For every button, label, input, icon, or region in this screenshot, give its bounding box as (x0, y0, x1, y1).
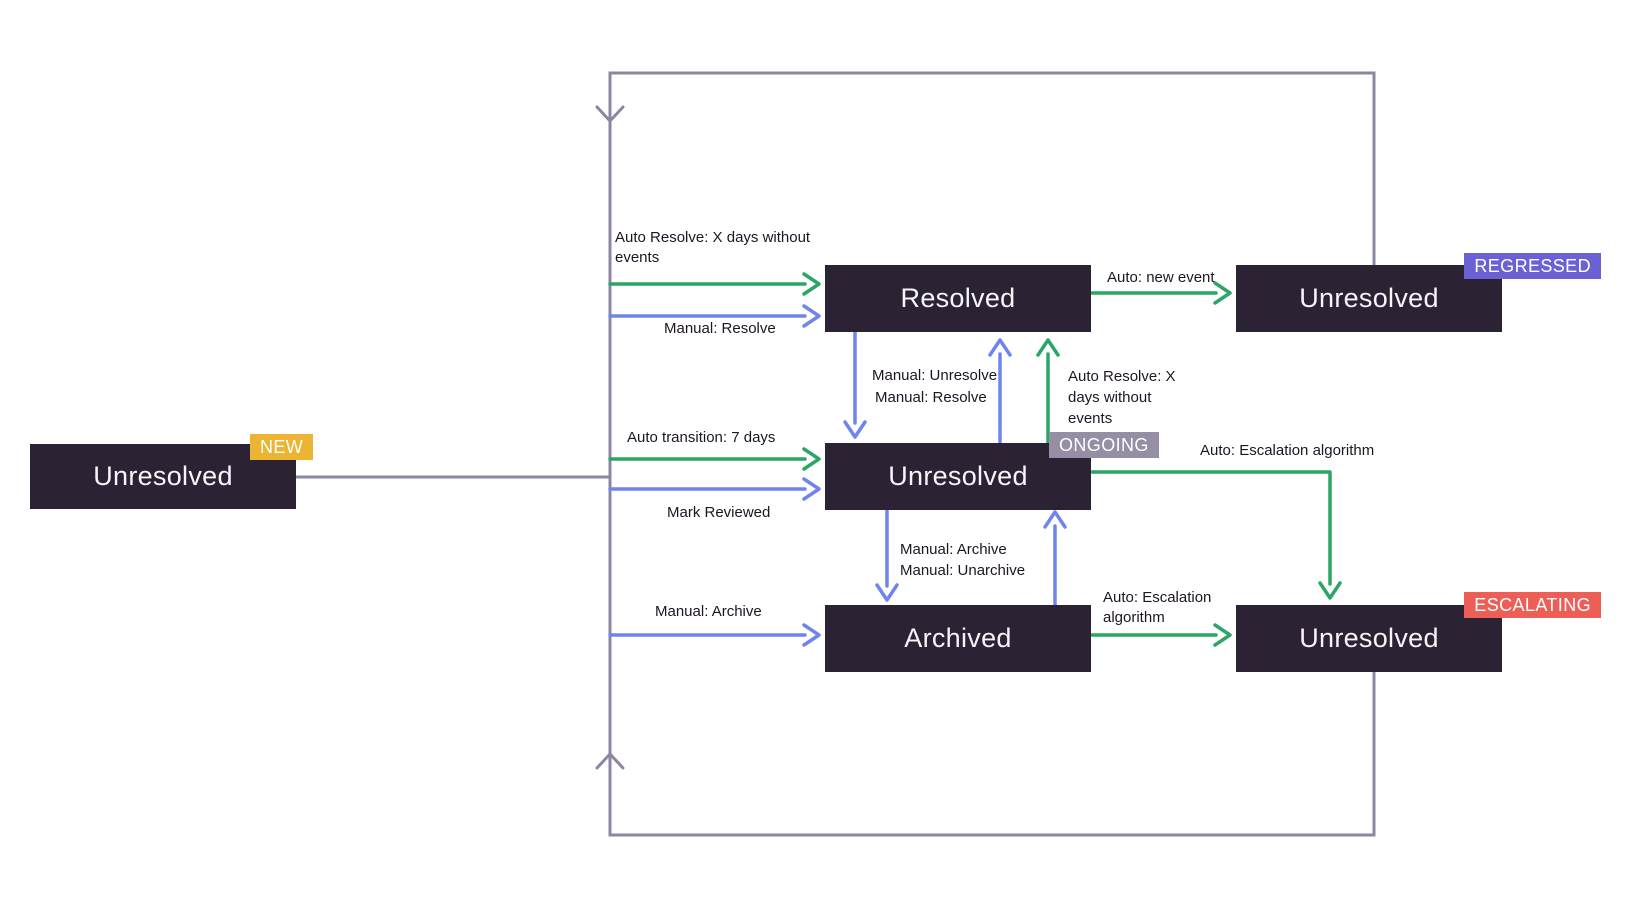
edge-manual-archive-to-archived (608, 623, 821, 647)
state-label: Unresolved (1299, 283, 1439, 313)
arrowhead-loop-up-icon (595, 752, 625, 770)
edge-auto-resolve-ongoing-to-resolved (1036, 338, 1060, 445)
edge-label-manual-unresolve: Manual: Unresolve (872, 367, 998, 384)
state-unresolved-ongoing: Unresolved (825, 443, 1091, 510)
edge-manual-archive-down (875, 508, 899, 602)
edge-manual-unarchive-up (1043, 510, 1067, 607)
edge-label-auto-new-event: Auto: new event (1107, 269, 1215, 286)
badge-new: NEW (250, 434, 314, 460)
edge-label-manual-resolve: Manual: Resolve (664, 320, 776, 337)
edge-label-auto-transition: Auto transition: 7 days (627, 429, 776, 446)
state-unresolved-regressed: Unresolved (1236, 265, 1502, 332)
edge-auto-transition-to-ongoing (608, 447, 821, 471)
edge-label-auto-escalation-ongoing: Auto: Escalation algorithm (1200, 442, 1375, 459)
edge-manual-resolve-up (988, 338, 1012, 445)
edge-label-auto-resolve: Auto Resolve: X days without events (615, 229, 811, 266)
badge-regressed: REGRESSED (1464, 253, 1601, 279)
badge-ongoing: ONGOING (1049, 432, 1159, 458)
edge-label-auto-escalation-archived: Auto: Escalation algorithm (1103, 589, 1212, 626)
state-archived: Archived (825, 605, 1091, 672)
edge-mark-reviewed-to-ongoing (608, 477, 821, 501)
state-label: Unresolved (1299, 623, 1439, 653)
state-unresolved-escalating: Unresolved (1236, 605, 1502, 672)
edge-label-manual-unarchive: Manual: Unarchive (900, 562, 1026, 579)
edge-manual-unresolve-down (843, 330, 867, 439)
state-label: Archived (904, 623, 1012, 653)
edge-auto-escalation-ongoing-to-escalating (1090, 470, 1342, 600)
edge-auto-resolve-to-resolved (608, 272, 821, 296)
edge-label-manual-archive-bus: Manual: Archive (655, 603, 762, 620)
state-label: Unresolved (93, 461, 233, 491)
state-resolved: Resolved (825, 265, 1091, 332)
state-label: Unresolved (888, 461, 1028, 491)
edge-label-auto-resolve-ongoing: Auto Resolve: X days without events (1068, 368, 1176, 427)
edge-manual-resolve-to-resolved (608, 304, 821, 328)
edge-label-manual-archive: Manual: Archive (900, 541, 1007, 558)
badge-escalating: ESCALATING (1464, 592, 1601, 618)
state-label: Resolved (900, 283, 1016, 313)
arrowhead-loop-down-icon (595, 105, 625, 123)
edge-label-mark-reviewed: Mark Reviewed (667, 504, 771, 521)
edge-auto-new-event-to-regressed (1090, 281, 1232, 305)
edge-outer-loop-line (608, 71, 1376, 837)
edge-auto-escalation-archived-to-escalating (1090, 623, 1232, 647)
edge-label-manual-resolve-2: Manual: Resolve (875, 389, 987, 406)
